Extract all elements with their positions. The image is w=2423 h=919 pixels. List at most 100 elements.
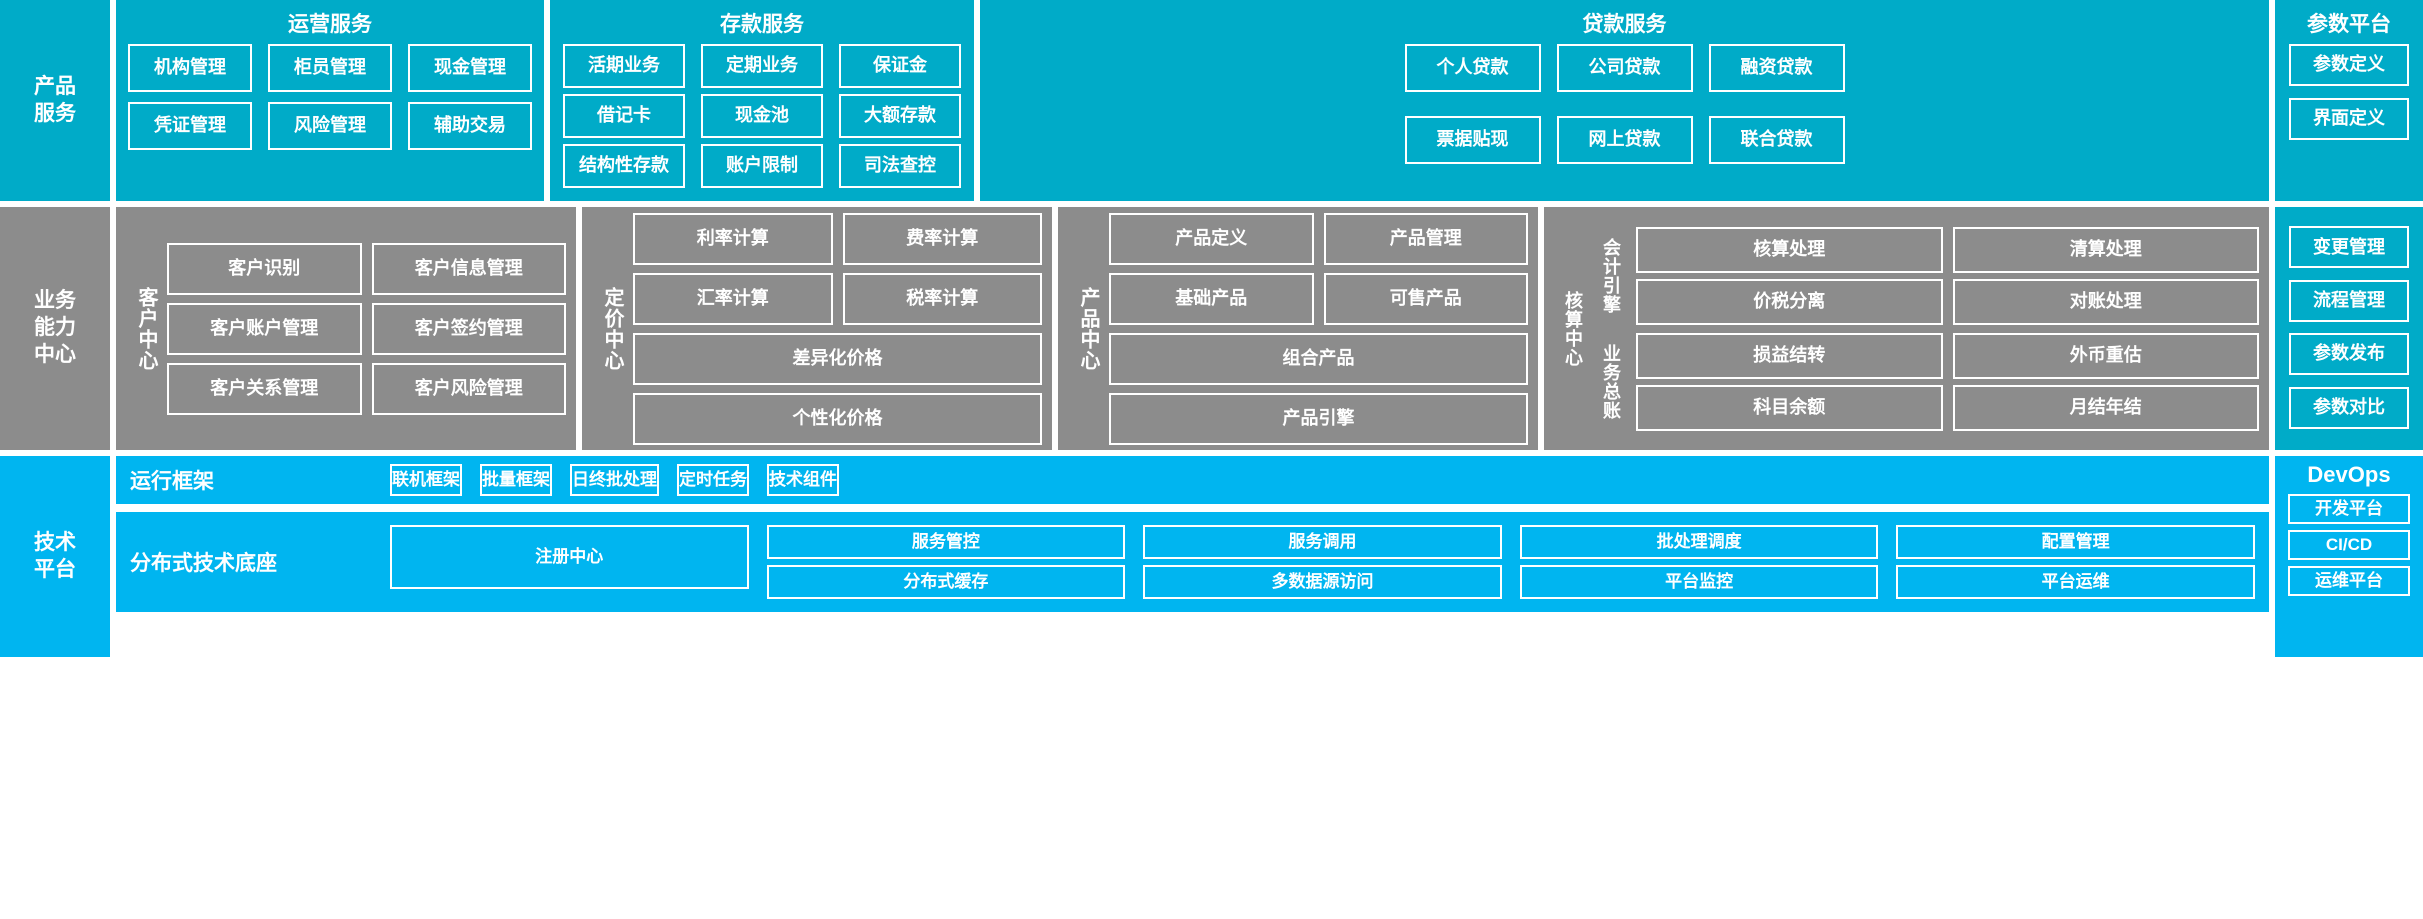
accounting-row: 科目余额 月结年结 xyxy=(1636,384,2259,431)
service-item[interactable]: 个人贷款 xyxy=(1404,44,1541,92)
service-item[interactable]: 联合贷款 xyxy=(1708,116,1845,164)
layer-label-text: 业务能力中心 xyxy=(34,289,76,366)
capability-item[interactable]: 汇率计算 xyxy=(633,272,833,325)
distributed-base-card: 分布式技术底座 注册中心 服务管控 分布式缓存 服务调用 多数据源访问 批处理调… xyxy=(116,512,2269,612)
deposit-services-row: 结构性存款 账户限制 司法查控 xyxy=(562,144,962,188)
base-item[interactable]: 服务管控 xyxy=(766,525,1126,559)
service-item[interactable]: 司法查控 xyxy=(839,144,961,188)
service-item[interactable]: 借记卡 xyxy=(563,94,685,138)
service-item[interactable]: 柜员管理 xyxy=(268,44,392,92)
loan-services-row: 个人贷款 公司贷款 融资贷款 xyxy=(992,44,2257,92)
service-item[interactable]: 保证金 xyxy=(839,44,961,88)
capability-item[interactable]: 月结年结 xyxy=(1952,384,2259,431)
distributed-base-column: 批处理调度 平台监控 xyxy=(1519,525,1879,599)
runtime-item[interactable]: 批量框架 xyxy=(480,464,552,496)
product-center-row: 产品引擎 xyxy=(1109,392,1528,445)
service-item[interactable]: 票据贴现 xyxy=(1404,116,1541,164)
capability-item[interactable]: 产品引擎 xyxy=(1109,392,1528,445)
param-item[interactable]: 参数定义 xyxy=(2289,44,2409,86)
capability-item[interactable]: 外币重估 xyxy=(1952,332,2259,379)
capability-item[interactable]: 产品管理 xyxy=(1323,212,1528,265)
capability-item[interactable]: 差异化价格 xyxy=(633,332,1042,385)
business-capability-band: 业务能力中心 客户中心 客户识别 客户信息管理 客户账户管理 客户签约管理 客户… xyxy=(0,207,2423,450)
product-center-row: 组合产品 xyxy=(1109,332,1528,385)
capability-item[interactable]: 组合产品 xyxy=(1109,332,1528,385)
accounting-center-card: 核算中心 会计引擎 核算处理 清算处理 价税分离 对账处理 xyxy=(1544,207,2269,450)
capability-item[interactable]: 客户识别 xyxy=(167,242,362,295)
registry-center-item[interactable]: 注册中心 xyxy=(390,525,749,589)
operation-services-card: 运营服务 机构管理 柜员管理 现金管理 凭证管理 风险管理 辅助交易 xyxy=(116,0,544,201)
capability-item[interactable]: 科目余额 xyxy=(1636,384,1943,431)
capability-item[interactable]: 客户关系管理 xyxy=(167,362,362,415)
right-column-middle: 变更管理 流程管理 参数发布 参数对比 xyxy=(2275,207,2423,450)
capability-item[interactable]: 对账处理 xyxy=(1952,278,2259,325)
service-item[interactable]: 结构性存款 xyxy=(563,144,685,188)
distributed-base-label: 分布式技术底座 xyxy=(130,552,277,575)
service-item[interactable]: 网上贷款 xyxy=(1556,116,1693,164)
service-item[interactable]: 大额存款 xyxy=(839,94,961,138)
loan-services-row: 票据贴现 网上贷款 联合贷款 xyxy=(992,116,2257,164)
capability-item[interactable]: 基础产品 xyxy=(1109,272,1314,325)
capability-item[interactable]: 产品定义 xyxy=(1109,212,1314,265)
base-item[interactable]: 平台监控 xyxy=(1519,565,1879,599)
param-item[interactable]: 变更管理 xyxy=(2289,226,2409,269)
runtime-framework-label: 运行框架 xyxy=(130,470,214,493)
distributed-base-column: 服务调用 多数据源访问 xyxy=(1143,525,1502,599)
service-item[interactable]: 公司贷款 xyxy=(1556,44,1693,92)
capability-item[interactable]: 客户信息管理 xyxy=(371,242,566,295)
param-item[interactable]: 流程管理 xyxy=(2289,279,2409,322)
devops-item[interactable]: 开发平台 xyxy=(2288,494,2410,524)
distributed-base-column: 配置管理 平台运维 xyxy=(1896,525,2255,599)
capability-item[interactable]: 利率计算 xyxy=(633,212,833,265)
base-item[interactable]: 分布式缓存 xyxy=(766,565,1126,599)
deposit-services-row: 借记卡 现金池 大额存款 xyxy=(562,94,962,138)
capability-item[interactable]: 客户风险管理 xyxy=(371,362,566,415)
service-item[interactable]: 现金管理 xyxy=(408,44,532,92)
capability-item[interactable]: 核算处理 xyxy=(1636,226,1943,273)
param-item[interactable]: 界面定义 xyxy=(2289,98,2409,140)
capability-item[interactable]: 个性化价格 xyxy=(633,392,1042,445)
product-center-row: 基础产品 可售产品 xyxy=(1109,272,1528,325)
right-column-top: 参数平台 参数定义 界面定义 xyxy=(2275,0,2423,201)
capability-item[interactable]: 费率计算 xyxy=(842,212,1042,265)
capability-item[interactable]: 可售产品 xyxy=(1323,272,1528,325)
service-item[interactable]: 现金池 xyxy=(701,94,823,138)
capability-item[interactable]: 税率计算 xyxy=(842,272,1042,325)
accounting-group-ledger: 业务总账 损益结转 外币重估 科目余额 月结年结 xyxy=(1592,332,2259,431)
devops-item[interactable]: 运维平台 xyxy=(2288,566,2410,596)
product-services-band: 产品服务 运营服务 机构管理 柜员管理 现金管理 凭证管理 风险管理 辅助交易 … xyxy=(0,0,2423,201)
base-item[interactable]: 配置管理 xyxy=(1896,525,2255,559)
runtime-item[interactable]: 日终批处理 xyxy=(570,464,659,496)
accounting-row: 损益结转 外币重估 xyxy=(1636,332,2259,379)
service-item[interactable]: 账户限制 xyxy=(701,144,823,188)
service-item[interactable]: 定期业务 xyxy=(701,44,823,88)
service-item[interactable]: 凭证管理 xyxy=(128,102,252,150)
runtime-item[interactable]: 联机框架 xyxy=(390,464,462,496)
service-item[interactable]: 辅助交易 xyxy=(408,102,532,150)
capability-item[interactable]: 清算处理 xyxy=(1952,226,2259,273)
layer-label-technical-platform: 技术平台 xyxy=(0,456,110,657)
devops-item[interactable]: CI/CD xyxy=(2288,530,2410,560)
runtime-item[interactable]: 技术组件 xyxy=(767,464,839,496)
service-item[interactable]: 活期业务 xyxy=(563,44,685,88)
layer-label-text: 产品服务 xyxy=(34,74,76,125)
service-item[interactable]: 融资贷款 xyxy=(1708,44,1845,92)
param-item[interactable]: 参数发布 xyxy=(2289,333,2409,376)
capability-item[interactable]: 损益结转 xyxy=(1636,332,1943,379)
capability-item[interactable]: 客户签约管理 xyxy=(371,302,566,355)
base-item[interactable]: 批处理调度 xyxy=(1519,525,1879,559)
service-item[interactable]: 风险管理 xyxy=(268,102,392,150)
param-item[interactable]: 参数对比 xyxy=(2289,386,2409,429)
customer-center-card: 客户中心 客户识别 客户信息管理 客户账户管理 客户签约管理 客户关系管理 客户… xyxy=(116,207,576,450)
base-item[interactable]: 平台运维 xyxy=(1896,565,2255,599)
capability-item[interactable]: 价税分离 xyxy=(1636,278,1943,325)
param-platform-title: 参数平台 xyxy=(2307,13,2391,36)
pricing-center-row: 利率计算 费率计算 xyxy=(633,212,1042,265)
customer-center-row: 客户关系管理 客户风险管理 xyxy=(167,362,566,415)
base-item[interactable]: 多数据源访问 xyxy=(1143,565,1502,599)
base-item[interactable]: 服务调用 xyxy=(1143,525,1502,559)
pricing-center-row: 差异化价格 xyxy=(633,332,1042,385)
capability-item[interactable]: 客户账户管理 xyxy=(167,302,362,355)
service-item[interactable]: 机构管理 xyxy=(128,44,252,92)
runtime-item[interactable]: 定时任务 xyxy=(677,464,749,496)
